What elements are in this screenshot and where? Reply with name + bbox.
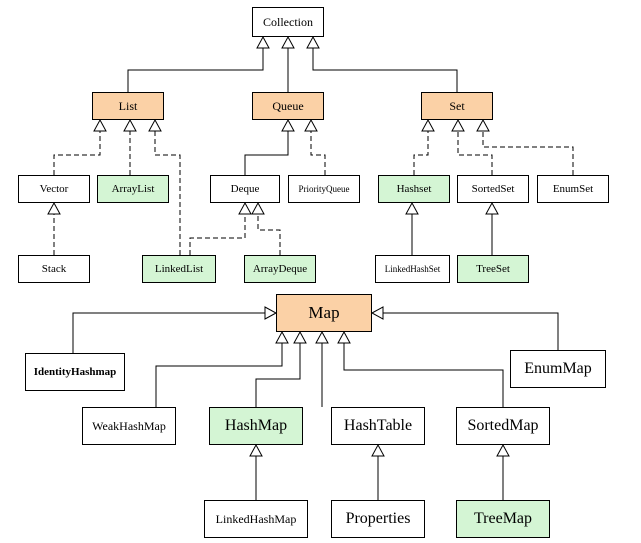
inheritance-arrowhead xyxy=(485,201,499,215)
edge-arraydeque-to-deque xyxy=(251,201,281,255)
node-linkedlist: LinkedList xyxy=(142,255,216,283)
inheritance-arrowhead xyxy=(496,443,510,457)
node-hashset: Hashset xyxy=(378,175,450,203)
inheritance-arrowhead xyxy=(370,306,384,320)
inheritance-arrowhead xyxy=(251,201,265,215)
node-identityhashmap: IdentityHashmap xyxy=(25,353,125,391)
edge-line xyxy=(72,312,265,353)
edge-arraylist-to-list xyxy=(123,118,137,175)
node-queue: Queue xyxy=(252,92,324,120)
edge-hashset-to-set xyxy=(413,118,435,175)
edge-linkedlist-to-deque xyxy=(189,201,252,255)
edge-line xyxy=(383,312,559,350)
inheritance-arrowhead xyxy=(281,35,295,49)
node-set: Set xyxy=(421,92,493,120)
edge-line xyxy=(343,343,504,407)
edge-set-to-collection xyxy=(306,35,458,92)
inheritance-arrowhead xyxy=(264,306,278,320)
edge-enummap-to-map xyxy=(370,306,559,350)
node-treemap: TreeMap xyxy=(456,500,550,538)
node-arraydeque: ArrayDeque xyxy=(244,255,316,283)
node-linkedhashset: LinkedHashSet xyxy=(375,255,450,283)
edge-stack-to-vector xyxy=(47,201,61,255)
node-priorityqueue: PriorityQueue xyxy=(288,175,360,203)
edge-identityhashmap-to-map xyxy=(72,306,278,353)
edge-hashmap-to-map xyxy=(255,330,307,407)
inheritance-arrowhead xyxy=(405,201,419,215)
node-arraylist: ArrayList xyxy=(97,175,169,203)
inheritance-arrowhead xyxy=(123,118,137,132)
node-enummap: EnumMap xyxy=(510,350,606,388)
edge-vector-to-list xyxy=(53,118,107,175)
edge-enumset-to-set xyxy=(476,118,574,175)
edge-line xyxy=(154,131,181,255)
edge-hashtable-to-map xyxy=(315,330,329,407)
edge-priorityqueue-to-queue xyxy=(304,118,326,175)
edge-sortedmap-to-map xyxy=(337,330,504,407)
node-map: Map xyxy=(276,294,372,332)
inheritance-arrowhead xyxy=(476,118,490,132)
node-sortedmap: SortedMap xyxy=(456,407,550,445)
node-enumset: EnumSet xyxy=(537,175,609,203)
edge-line xyxy=(310,131,326,175)
node-stack: Stack xyxy=(18,255,90,283)
edge-linkedhashmap-to-hashmap xyxy=(249,443,263,500)
node-linkedhashmap: LinkedHashMap xyxy=(204,500,308,538)
edge-line xyxy=(244,131,289,175)
node-properties: Properties xyxy=(331,500,425,538)
inheritance-arrowhead xyxy=(148,118,162,132)
edge-treeset-to-sortedset xyxy=(485,201,499,255)
node-list: List xyxy=(92,92,164,120)
node-hashmap: HashMap xyxy=(209,407,303,445)
node-collection: Collection xyxy=(252,7,324,37)
node-weakhashmap: WeakHashMap xyxy=(82,407,176,445)
node-sortedset: SortedSet xyxy=(457,175,529,203)
inheritance-arrowhead xyxy=(93,118,107,132)
edge-properties-to-hashtable xyxy=(371,443,385,500)
edge-weakhashmap-to-map xyxy=(155,330,289,407)
edge-linkedlist-to-list xyxy=(148,118,181,255)
node-deque: Deque xyxy=(210,175,280,203)
edge-treemap-to-sortedmap xyxy=(496,443,510,500)
node-vector: Vector xyxy=(18,175,90,203)
edge-line xyxy=(127,48,264,92)
edge-queue-to-collection xyxy=(281,35,295,92)
inheritance-arrowhead xyxy=(293,330,307,344)
edge-line xyxy=(155,343,283,407)
inheritance-arrowhead xyxy=(47,201,61,215)
node-treeset: TreeSet xyxy=(457,255,529,283)
inheritance-arrowhead xyxy=(421,118,435,132)
edge-line xyxy=(257,214,281,255)
inheritance-arrowhead xyxy=(315,330,329,344)
edge-line xyxy=(255,343,301,407)
inheritance-arrowhead xyxy=(281,118,295,132)
edge-line xyxy=(457,131,493,175)
inheritance-arrowhead xyxy=(306,35,320,49)
edge-line xyxy=(53,131,101,175)
inheritance-arrowhead xyxy=(238,201,252,215)
inheritance-arrowhead xyxy=(304,118,318,132)
inheritance-arrowhead xyxy=(256,35,270,49)
node-hashtable: HashTable xyxy=(331,407,425,445)
inheritance-arrowhead xyxy=(337,330,351,344)
edge-sortedset-to-set xyxy=(451,118,493,175)
edge-deque-to-queue xyxy=(244,118,295,175)
inheritance-arrowhead xyxy=(451,118,465,132)
inheritance-arrowhead xyxy=(249,443,263,457)
edge-linkedhashset-to-hashset xyxy=(405,201,419,255)
edge-line xyxy=(413,131,429,175)
inheritance-arrowhead xyxy=(371,443,385,457)
edge-list-to-collection xyxy=(127,35,270,92)
edge-line xyxy=(189,214,246,255)
edge-line xyxy=(312,48,458,92)
edge-line xyxy=(482,131,574,175)
inheritance-arrowhead xyxy=(275,330,289,344)
